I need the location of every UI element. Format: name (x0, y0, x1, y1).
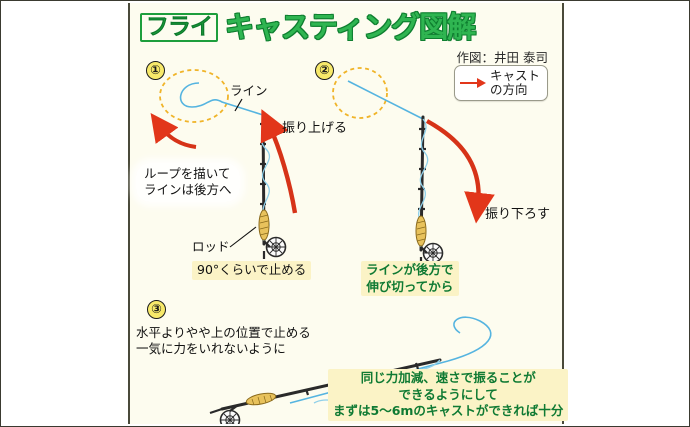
callout-loop-line-2: ラインは後方へ (144, 182, 232, 198)
label-swing-down: 振り下ろす (485, 207, 551, 222)
step-badge-2: ② (315, 61, 334, 80)
reel-spokes-3 (221, 411, 239, 424)
note-step-3-line-1: 水平よりやや上の位置で止める (136, 325, 311, 340)
grip-hatch-3 (251, 394, 273, 406)
rod-grip-1 (258, 209, 270, 241)
caption-step-2-line-2: 伸び切ってから (366, 278, 454, 294)
step-badge-3: ③ (147, 300, 166, 319)
label-line-1: ライン (230, 83, 268, 98)
reel-spokes-2 (424, 244, 442, 262)
legend-text: キャスト の方向 (490, 69, 540, 97)
reel-spokes-1 (267, 238, 285, 256)
caption-step-2: ラインが後方で 伸び切ってから (361, 261, 459, 296)
legend-line-2: の方向 (489, 82, 528, 97)
red-arrow-down-2 (425, 119, 495, 224)
fly-line-2 (347, 80, 424, 120)
red-arrow-icon (459, 77, 486, 89)
reel-seat-1 (262, 240, 271, 259)
page-title: キャスティング図解 (225, 9, 476, 44)
loop-ellipse-1 (159, 69, 229, 123)
callout-loop-1: ループを描いて ラインは後方へ (136, 163, 240, 202)
fly-line-3 (447, 316, 492, 362)
title-row: フライ キャスティング図解 (140, 9, 560, 45)
callout-loop-line-1: ループを描いて (144, 166, 231, 181)
caption-step-3-line-2: できるようにして (398, 386, 498, 402)
artwork-svg (150, 67, 495, 424)
caption-step-2-line-1: ラインが後方で (366, 262, 454, 277)
note-step-3: 水平よりやや上の位置で止める 一気に力をいれないように (136, 325, 311, 356)
title-boxed-text: フライ (146, 13, 213, 40)
grip-hatch-2 (416, 220, 426, 242)
loop-ellipse-2 (332, 67, 388, 119)
fly-line-1 (179, 82, 264, 116)
label-lift-up: 振り上げる (282, 121, 348, 136)
title-boxed-word: フライ (140, 12, 218, 42)
illustration-panel: フライ キャスティング図解 作図：井田 泰司 キャスト の方向 ① ② ③ ライ… (128, 3, 569, 424)
red-arrow-back-1 (150, 113, 197, 149)
step-badge-1: ① (146, 61, 165, 80)
rod-grip-2 (415, 215, 427, 247)
label-rod-1: ロッド (192, 239, 230, 254)
note-step-3-line-2: 一気に力をいれないように (136, 340, 286, 356)
legend-line-1: キャスト (489, 68, 540, 83)
caption-step-3-line-1: 同じ力加減、速さで振ることが (360, 370, 536, 385)
caption-step-3: 同じ力加減、速さで振ることが できるようにして まずは5～6mのキャストができれ… (328, 369, 569, 421)
credit-line: 作図：井田 泰司 (456, 50, 548, 65)
legend-box: キャスト の方向 (453, 65, 548, 101)
reel-seat-3 (209, 404, 239, 415)
rod-grip-3 (245, 392, 277, 406)
caption-step-3-line-3: まずは5～6mのキャストができれば十分 (333, 403, 564, 418)
grip-hatch-1 (259, 214, 269, 236)
rod-label-leader-1 (229, 226, 257, 248)
caption-step-1: 90°くらいで止める (192, 261, 312, 280)
line-label-leader-1 (234, 98, 243, 112)
red-arrow-up-1 (260, 109, 298, 214)
